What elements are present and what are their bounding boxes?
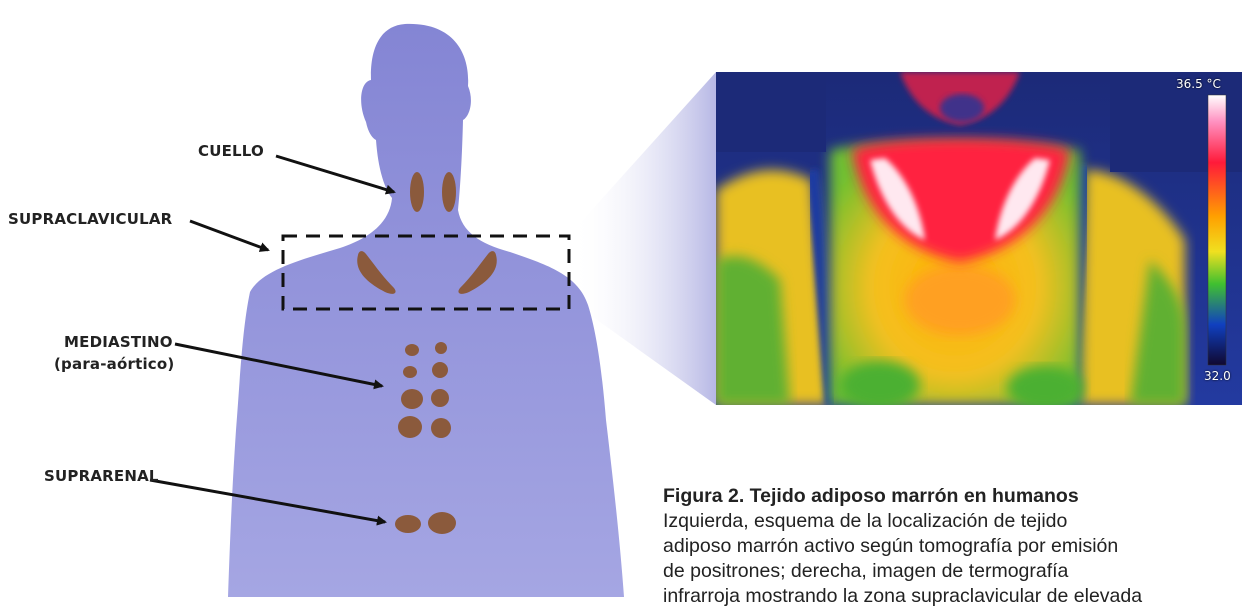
- label-supraclavicular: SUPRACLAVICULAR: [8, 209, 172, 229]
- figure-caption: Figura 2. Tejido adiposo marrón en human…: [663, 484, 1242, 609]
- body-silhouette: [228, 24, 624, 597]
- label-suprarenal: SUPRARENAL: [44, 466, 159, 486]
- neck-fat-right: [442, 172, 456, 212]
- neck-fat-left: [410, 172, 424, 212]
- temperature-scale-bar: [1208, 95, 1226, 365]
- suprarenal-fat-left: [395, 515, 421, 533]
- label-mediastinum: MEDIASTINO: [64, 332, 173, 352]
- caption-line-3: de positrones; derecha, imagen de termog…: [663, 559, 1242, 584]
- label-neck: CUELLO: [198, 141, 264, 161]
- label-mediastinum-sub: (para-aórtico): [54, 354, 174, 374]
- scale-min-label: 32.0: [1204, 369, 1231, 383]
- scale-max-label: 36.5 °C: [1176, 77, 1221, 91]
- thermal-image: [716, 72, 1242, 410]
- caption-title: Figura 2. Tejido adiposo marrón en human…: [663, 484, 1242, 509]
- arrow-neck: [276, 156, 394, 192]
- caption-line-1: Izquierda, esquema de la localización de…: [663, 509, 1242, 534]
- arrow-supraclavicular: [190, 221, 268, 250]
- caption-line-2: adiposo marrón activo según tomografía p…: [663, 534, 1242, 559]
- suprarenal-fat-right: [428, 512, 456, 534]
